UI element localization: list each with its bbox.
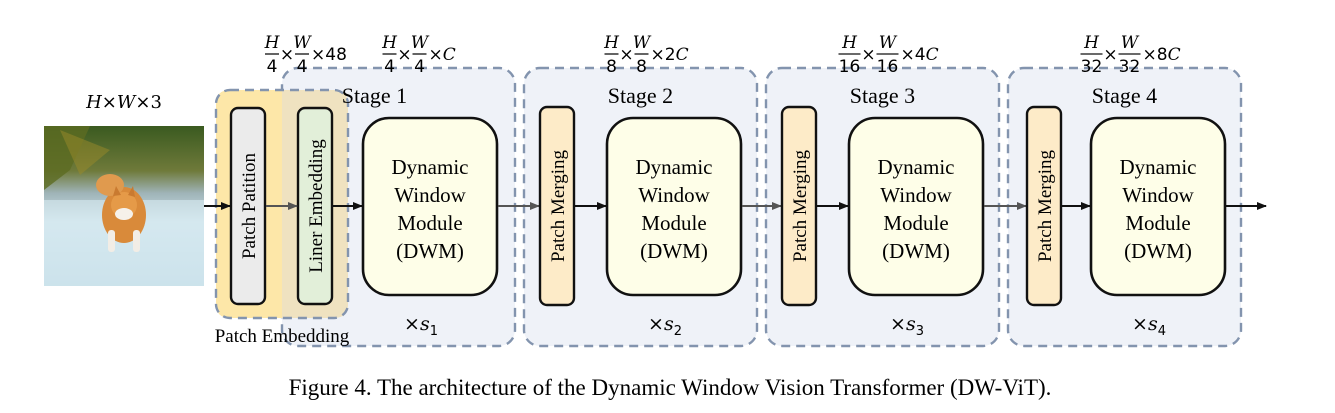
- stage-3-title: Stage 3: [850, 83, 915, 108]
- stage-4-title: Stage 4: [1092, 83, 1157, 108]
- stage-2-dims-label: H8×W8×2C: [603, 33, 689, 77]
- fraction-denominator: 16: [877, 57, 899, 77]
- fraction-denominator: 32: [1081, 57, 1103, 77]
- dwm-label-line: Window: [1122, 183, 1194, 207]
- dwm-label-line: Dynamic: [1120, 155, 1197, 179]
- patch-merging-block: [780, 105, 818, 307]
- repeat-count-label: ×s2: [648, 313, 682, 339]
- fraction-denominator: 8: [606, 57, 617, 77]
- stage-1-title: Stage 1: [342, 83, 407, 108]
- fraction-denominator: 32: [1119, 57, 1141, 77]
- patch-merging-label: Patch Merging: [790, 149, 811, 262]
- svg-text:×: ×: [280, 45, 294, 65]
- dwm-label-line: Module: [1125, 211, 1190, 235]
- dims-tail: ×48: [311, 45, 347, 65]
- fraction-denominator: 8: [636, 57, 647, 77]
- dwm-label-line: Module: [883, 211, 948, 235]
- svg-text:×: ×: [861, 45, 875, 65]
- fraction-numerator: W: [411, 33, 430, 53]
- figure-caption: Figure 4. The architecture of the Dynami…: [289, 375, 1052, 400]
- fraction-numerator: H: [841, 33, 858, 53]
- dwm-label-line: Window: [880, 183, 952, 207]
- repeat-count-label: ×s1: [404, 313, 438, 339]
- dwm-label-line: Window: [394, 183, 466, 207]
- liner-embedding-label: Liner Embedding: [306, 139, 327, 273]
- dwm-block: [361, 116, 499, 297]
- stage-1: Stage 1H4×W4×CDynamicWindowModule(DWM)×s…: [342, 33, 540, 339]
- fraction-numerator: W: [879, 33, 898, 53]
- dwm-label-line: (DWM): [1124, 239, 1192, 263]
- fraction-denominator: 4: [414, 57, 425, 77]
- dwm-label-line: Dynamic: [878, 155, 955, 179]
- dwm-label-line: (DWM): [882, 239, 950, 263]
- dims-tail: ×4C: [901, 45, 939, 65]
- patch-embedding-dims-label: H4×W4×48: [264, 33, 347, 77]
- dwm-block: [1089, 116, 1227, 297]
- dwm-block: [605, 116, 743, 297]
- svg-text:×: ×: [1103, 45, 1117, 65]
- stage-1-dims-label: H4×W4×C: [381, 33, 456, 77]
- dwm-label-line: Dynamic: [636, 155, 713, 179]
- dwm-label-line: (DWM): [396, 239, 464, 263]
- fraction-denominator: 4: [297, 57, 308, 77]
- repeat-count-label: ×s3: [890, 313, 924, 339]
- patch-partition-block: [229, 106, 267, 306]
- repeat-count-label: ×s4: [1132, 313, 1166, 339]
- dwm-label-line: Dynamic: [392, 155, 469, 179]
- stage-4-dims-label: H32×W32×8C: [1080, 33, 1181, 77]
- fraction-denominator: 16: [839, 57, 861, 77]
- patch-partition-label: Patch Patition: [239, 152, 260, 259]
- dwm-label-line: Module: [641, 211, 706, 235]
- fraction-numerator: W: [1121, 33, 1140, 53]
- patch-embedding-label: Patch Embedding: [215, 326, 350, 347]
- dwm-label-line: Window: [638, 183, 710, 207]
- patch-merging-block: [538, 105, 576, 307]
- dims-tail: ×2C: [651, 45, 689, 65]
- fraction-numerator: W: [633, 33, 652, 53]
- fraction-denominator: 4: [267, 57, 278, 77]
- svg-text:×: ×: [619, 45, 633, 65]
- fraction-numerator: H: [1083, 33, 1100, 53]
- fraction-denominator: 4: [384, 57, 395, 77]
- input-image: [44, 126, 204, 286]
- patch-embedding-border: [214, 88, 350, 320]
- stage-3-dims-label: H16×W16×4C: [838, 33, 939, 77]
- liner-embedding-block: [296, 106, 334, 306]
- patch-merging-label: Patch Merging: [548, 149, 569, 262]
- fraction-numerator: H: [603, 33, 620, 53]
- fraction-numerator: H: [381, 33, 398, 53]
- dwm-label-line: (DWM): [640, 239, 708, 263]
- dwm-block: [847, 116, 985, 297]
- dims-tail: ×8C: [1143, 45, 1181, 65]
- input-dims-label: H×W×3: [85, 92, 162, 113]
- stage-2-title: Stage 2: [608, 83, 673, 108]
- patch-merging-block: [1025, 105, 1063, 307]
- patch-merging-label: Patch Merging: [1035, 149, 1056, 262]
- svg-text:×: ×: [397, 45, 411, 65]
- dims-tail: ×C: [429, 45, 456, 65]
- patch-embedding-dims: H4×W4×48: [264, 33, 347, 77]
- fraction-numerator: H: [264, 33, 281, 53]
- fraction-numerator: W: [293, 33, 312, 53]
- dwm-label-line: Module: [397, 211, 462, 235]
